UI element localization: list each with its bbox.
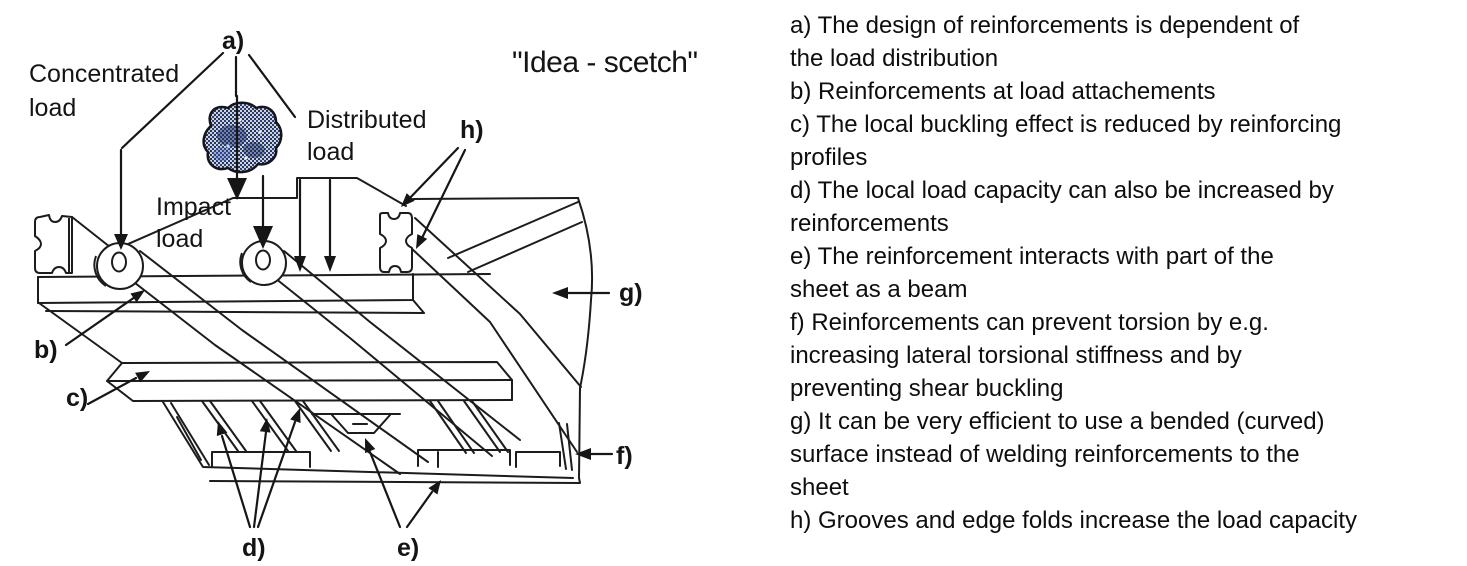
lug-hole bbox=[111, 251, 127, 273]
bottom-rail bbox=[515, 451, 561, 468]
impact-load-arrow bbox=[227, 94, 247, 200]
concentrated-load-label: Concentrated bbox=[29, 60, 179, 88]
note-line: surface instead of welding reinforcement… bbox=[790, 441, 1300, 468]
callout-arrows bbox=[64, 146, 614, 529]
bottom-edge-fold bbox=[170, 402, 210, 466]
note-line: a) The design of reinforcements is depen… bbox=[790, 12, 1300, 39]
main-diagonal-beam bbox=[414, 217, 582, 388]
callout-f-arrow bbox=[575, 448, 614, 460]
load-lug-left bbox=[93, 242, 144, 290]
bend-fold-line bbox=[447, 201, 579, 259]
note-line: sheet bbox=[790, 474, 849, 501]
load-arrows bbox=[114, 51, 336, 272]
note-line: g) It can be very efficient to use a ben… bbox=[790, 408, 1325, 435]
grooved-edge-profile-right bbox=[379, 212, 413, 273]
note-line: h) Grooves and edge folds increase the l… bbox=[790, 507, 1358, 534]
callout-h-arrow bbox=[401, 146, 467, 249]
callout-e-arrows bbox=[365, 438, 441, 529]
callout-b-arrow bbox=[64, 290, 145, 347]
top-edge bbox=[412, 197, 579, 200]
idea-sketch-panel: "Idea - scetch" Concentrated load Distri… bbox=[29, 27, 698, 562]
idea-sketch-diagram: "Idea - scetch" Concentrated load Distri… bbox=[29, 27, 698, 562]
stiffener-bar bbox=[121, 361, 513, 401]
callout-d-label: d) bbox=[242, 534, 266, 562]
bottom-rail bbox=[211, 451, 311, 468]
note-line: preventing shear buckling bbox=[790, 375, 1064, 402]
note-line: the load distribution bbox=[790, 45, 999, 72]
grooved-edge-profile-left bbox=[34, 214, 73, 274]
note-line: f) Reinforcements can prevent torsion by… bbox=[790, 309, 1269, 336]
distributed-load-arrow bbox=[324, 178, 336, 272]
underside-edge bbox=[45, 310, 425, 314]
thin-stiffener bbox=[209, 400, 247, 452]
beam-from-left-lug bbox=[125, 275, 401, 475]
concentrated-load-label: load bbox=[29, 94, 76, 122]
thin-stiffener bbox=[471, 400, 509, 453]
sheet-structure bbox=[37, 177, 594, 484]
thin-stiffener bbox=[294, 400, 332, 452]
concentrated-load-arrow bbox=[114, 148, 128, 250]
callout-g-label: g) bbox=[619, 279, 643, 307]
callout-a-leader bbox=[247, 53, 297, 119]
note-line: e) The reinforcement interacts with part… bbox=[790, 243, 1274, 270]
main-diagonal-beam bbox=[409, 246, 578, 453]
front-band-step bbox=[412, 299, 425, 314]
stiffener-bar bbox=[106, 362, 513, 402]
back-edge bbox=[71, 216, 111, 248]
load-lug-right bbox=[239, 240, 287, 286]
bottom-edge bbox=[162, 401, 574, 479]
thin-stiffener bbox=[259, 400, 297, 452]
callout-e-label: e) bbox=[397, 534, 419, 562]
note-line: b) Reinforcements at load attachements bbox=[790, 78, 1216, 105]
curved-surface-edge bbox=[577, 197, 594, 479]
callout-b-label: b) bbox=[34, 336, 58, 364]
right-edge-fold bbox=[558, 422, 567, 470]
distributed-load-label: Distributed bbox=[307, 106, 427, 134]
distributed-load-label: load bbox=[307, 138, 354, 166]
annotation-list: a) The design of reinforcements is depen… bbox=[790, 9, 1462, 537]
shear-wave-detail bbox=[331, 414, 391, 434]
thin-stiffener bbox=[251, 400, 289, 452]
callout-f-label: f) bbox=[616, 442, 633, 470]
right-edge-fold bbox=[566, 423, 573, 471]
thin-stiffener bbox=[463, 400, 501, 453]
callout-c-label: c) bbox=[66, 384, 88, 412]
impact-load-arrow-2 bbox=[253, 174, 273, 249]
bend-fold-line bbox=[467, 221, 583, 273]
left-underside-slant bbox=[38, 302, 123, 364]
thin-stiffener bbox=[302, 400, 340, 452]
note-line: d) The local load capacity can also be i… bbox=[790, 177, 1334, 204]
callout-g-arrow bbox=[552, 287, 611, 299]
beam-from-right-lug bbox=[283, 250, 521, 441]
sketch-title: "Idea - scetch" bbox=[512, 46, 698, 79]
callout-a-label: a) bbox=[222, 27, 244, 55]
distributed-load-arrow bbox=[294, 178, 306, 272]
callout-d-arrows bbox=[216, 408, 301, 529]
beam-from-right-lug bbox=[269, 273, 493, 457]
reinforcement-beams bbox=[125, 217, 582, 475]
note-line: profiles bbox=[790, 144, 868, 171]
impact-blob bbox=[202, 101, 283, 174]
note-line: increasing lateral torsional stiffness a… bbox=[790, 342, 1242, 369]
bottom-edge-fold bbox=[176, 416, 202, 461]
callout-h-label: h) bbox=[460, 116, 484, 144]
bottom-rail bbox=[417, 449, 511, 467]
impact-load-label: Impact bbox=[156, 193, 231, 221]
back-edge bbox=[118, 177, 407, 249]
beam-from-left-lug bbox=[139, 250, 429, 463]
bottom-lower-edge bbox=[209, 477, 581, 484]
impact-load-label: load bbox=[156, 225, 203, 253]
front-band-bottom bbox=[37, 273, 414, 304]
callout-c-arrow bbox=[86, 371, 150, 406]
lug-hole bbox=[255, 249, 271, 271]
stiffener-bar bbox=[106, 379, 513, 382]
note-line: sheet as a beam bbox=[790, 276, 968, 303]
note-line: c) The local buckling effect is reduced … bbox=[790, 111, 1342, 138]
callout-a-leader bbox=[120, 51, 225, 150]
note-line: reinforcements bbox=[790, 210, 949, 237]
